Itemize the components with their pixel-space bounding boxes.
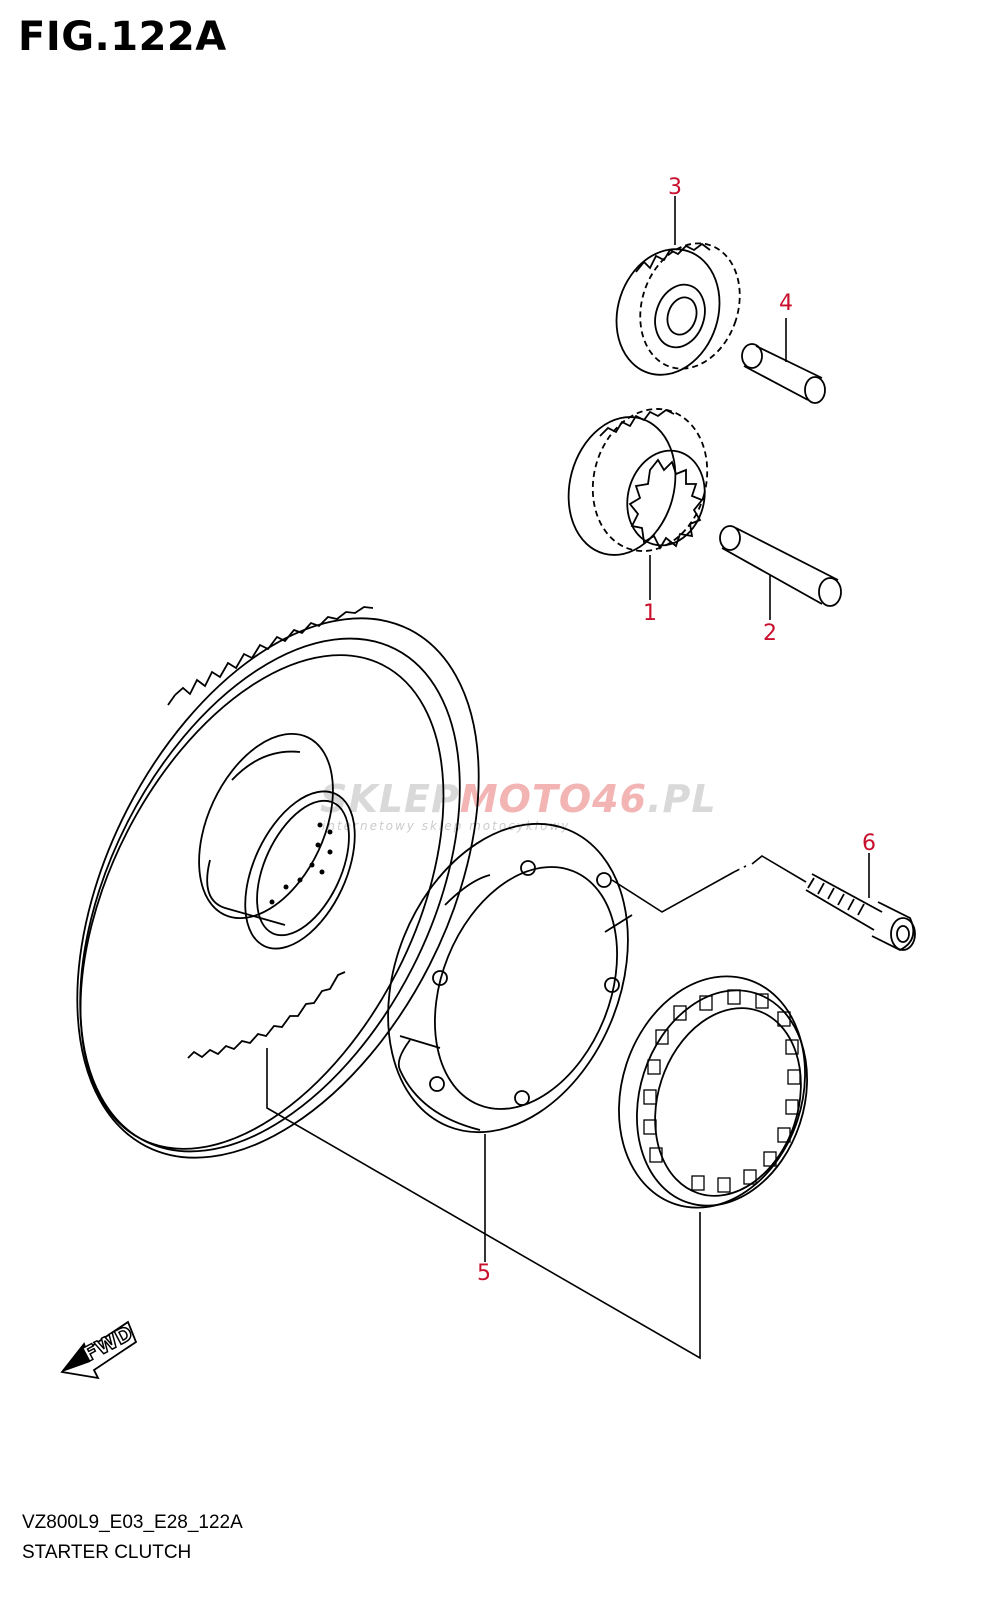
idle-gear-3: [615, 242, 741, 376]
diagram-name: STARTER CLUTCH: [22, 1542, 192, 1563]
callout-5: 5: [477, 1261, 491, 1286]
callout-2: 2: [763, 621, 777, 646]
figure-title: FIG.122A: [18, 14, 227, 60]
callout-6: 6: [862, 831, 876, 856]
idle-gear-1: [567, 408, 709, 556]
watermark-brand-red: MOTO46: [460, 777, 647, 821]
starter-driven-gear: [76, 606, 480, 1159]
callout-1: 1: [643, 601, 657, 626]
leader-5-bracket: [266, 1048, 701, 1360]
shaft-2: [719, 525, 842, 607]
watermark-brand-tld: .PL: [647, 777, 717, 821]
bolt-6: [805, 873, 916, 952]
svg-text:SKLEPMOTO46.PL: SKLEPMOTO46.PL: [320, 777, 717, 821]
one-way-clutch: [618, 975, 808, 1209]
callout-4: 4: [779, 291, 793, 316]
watermark: SKLEPMOTO46.PL internetowy sklep motocyk…: [320, 777, 717, 833]
leader-bolt-path: [611, 871, 735, 913]
callout-3: 3: [668, 175, 682, 200]
watermark-tagline: internetowy sklep motocyklowy: [322, 819, 570, 833]
diagram-code: VZ800L9_E03_E28_122A: [22, 1512, 243, 1533]
watermark-brand-gray: SKLEP: [320, 777, 460, 821]
callouts: 3 4 1 2 6 5: [477, 175, 876, 1286]
shaft-4: [741, 343, 826, 404]
leader-lines: [266, 196, 870, 1360]
fwd-arrow: FWD: [60, 1320, 137, 1380]
starter-clutch-body: [387, 822, 633, 1134]
